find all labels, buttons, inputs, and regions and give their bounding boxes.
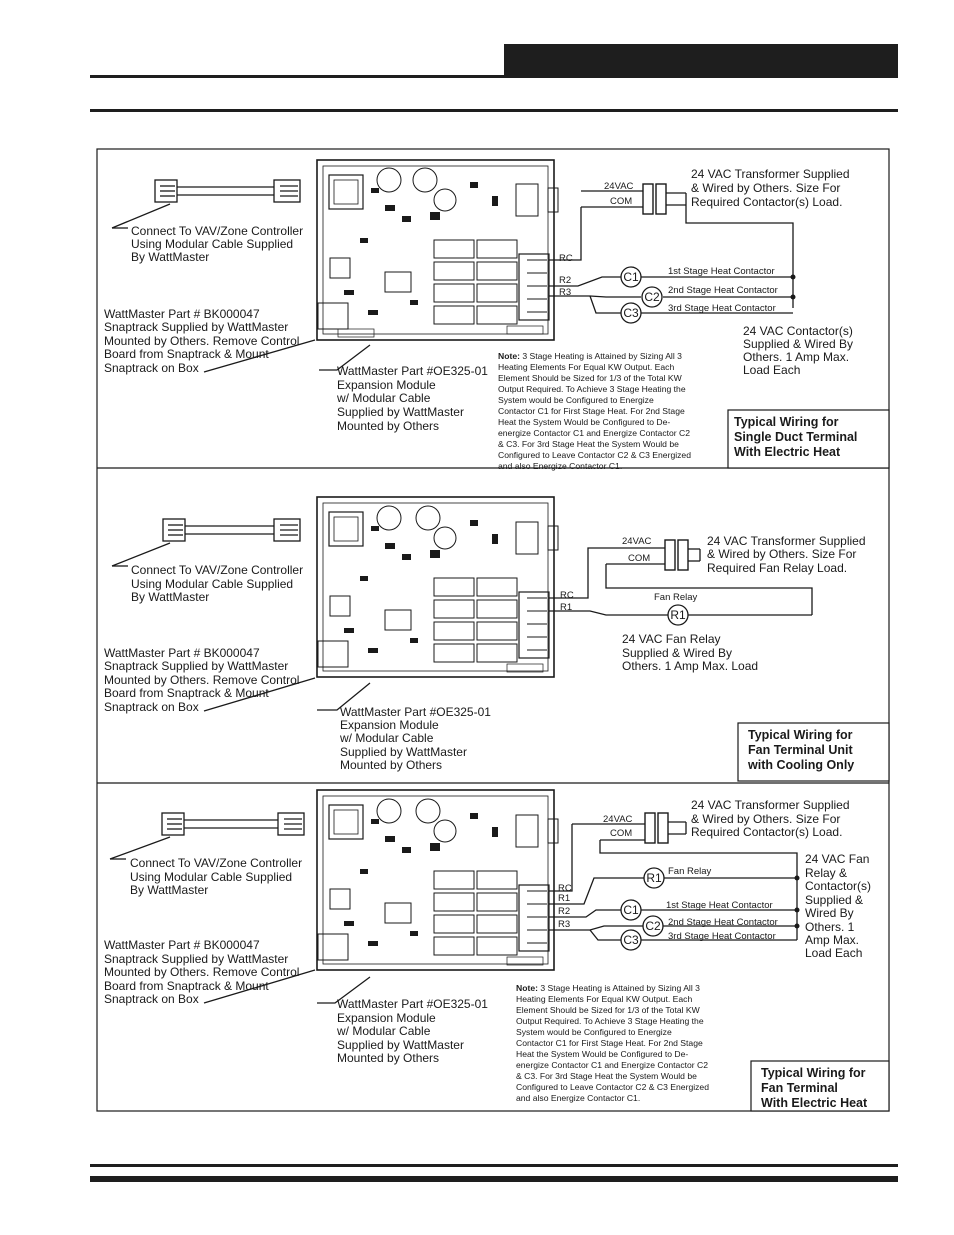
caption-box: [750, 1060, 890, 1112]
note-text: Note: 3 Stage Heating is Attained by Siz…: [516, 983, 711, 1103]
coil-c1-tag: C1: [623, 903, 639, 917]
coil-r1: [667, 604, 689, 626]
coil-c1-label: 1st Stage Heat Contactor: [668, 266, 775, 277]
coil-c3-label: 3rd Stage Heat Contactor: [668, 931, 776, 942]
coil-c2-label: 2nd Stage Heat Contactor: [668, 917, 778, 928]
coil-c3-label: 3rd Stage Heat Contactor: [668, 303, 776, 314]
header-rule-lower: [90, 109, 898, 112]
coil-c2: [642, 915, 664, 937]
caption-box: [737, 722, 890, 782]
terminal-r1: R1: [560, 602, 572, 613]
modular-cable: [111, 518, 301, 567]
transformer: [581, 183, 687, 215]
coil-c1: [620, 899, 642, 921]
tag-24vac: 24VAC: [622, 536, 652, 547]
transformer: [572, 812, 687, 844]
header-rule: [90, 75, 504, 78]
coil-c2-label: 2nd Stage Heat Contactor: [668, 285, 778, 296]
coil-c3: [620, 302, 642, 324]
coil-c1-tag: C1: [623, 270, 639, 284]
expansion-board: [316, 159, 559, 341]
expansion-board: [316, 789, 559, 971]
terminal-r3: R3: [559, 287, 571, 298]
footer-rule: [90, 1164, 898, 1167]
transformer: [606, 539, 701, 571]
modular-cable: [109, 812, 305, 860]
coil-c3-tag: C3: [623, 933, 639, 947]
coil-r1-label: Fan Relay: [668, 866, 712, 877]
transformer-label: 24 VAC Transformer Supplied& Wired by Ot…: [691, 167, 850, 209]
diagram-frame: [96, 148, 890, 1112]
coil-r1-tag: R1: [670, 608, 686, 622]
tag-24vac: 24VAC: [604, 181, 634, 192]
coil-c1-label: 1st Stage Heat Contactor: [666, 900, 773, 911]
modular-cable: [111, 179, 301, 229]
coil-c3: [620, 929, 642, 951]
coil-r1-label: Fan Relay: [654, 592, 698, 603]
terminal-r1: R1: [558, 893, 570, 904]
transformer-label: 24 VAC Transformer Supplied& Wired by Ot…: [691, 798, 850, 839]
expansion-board: [316, 496, 559, 678]
terminal-r3: R3: [558, 919, 570, 930]
note-text: Note: 3 Stage Heating is Attained by Siz…: [498, 351, 693, 471]
caption-box: [727, 409, 890, 469]
coil-c3-tag: C3: [623, 306, 639, 320]
transformer-label: 24 VAC Transformer Supplied& Wired by Ot…: [707, 534, 866, 575]
coil-c1: [620, 266, 642, 288]
tag-24vac: 24VAC: [603, 814, 633, 825]
terminal-r2: R2: [558, 906, 570, 917]
terminal-rc: RC: [560, 590, 574, 601]
terminal-rc: RC: [559, 253, 573, 264]
terminal-r2: R2: [559, 275, 571, 286]
tag-com: COM: [610, 828, 632, 839]
coil-c2-tag: C2: [644, 290, 660, 304]
tag-com: COM: [610, 196, 632, 207]
coil-c2: [641, 286, 663, 308]
tag-com: COM: [628, 553, 650, 564]
terminal-rc: RC: [558, 883, 572, 894]
coil-r1-tag: R1: [646, 871, 662, 885]
coil-r1: [643, 867, 665, 889]
header-bar: [504, 44, 898, 78]
coil-c2-tag: C2: [645, 919, 661, 933]
footer-rule-thick: [90, 1176, 898, 1182]
